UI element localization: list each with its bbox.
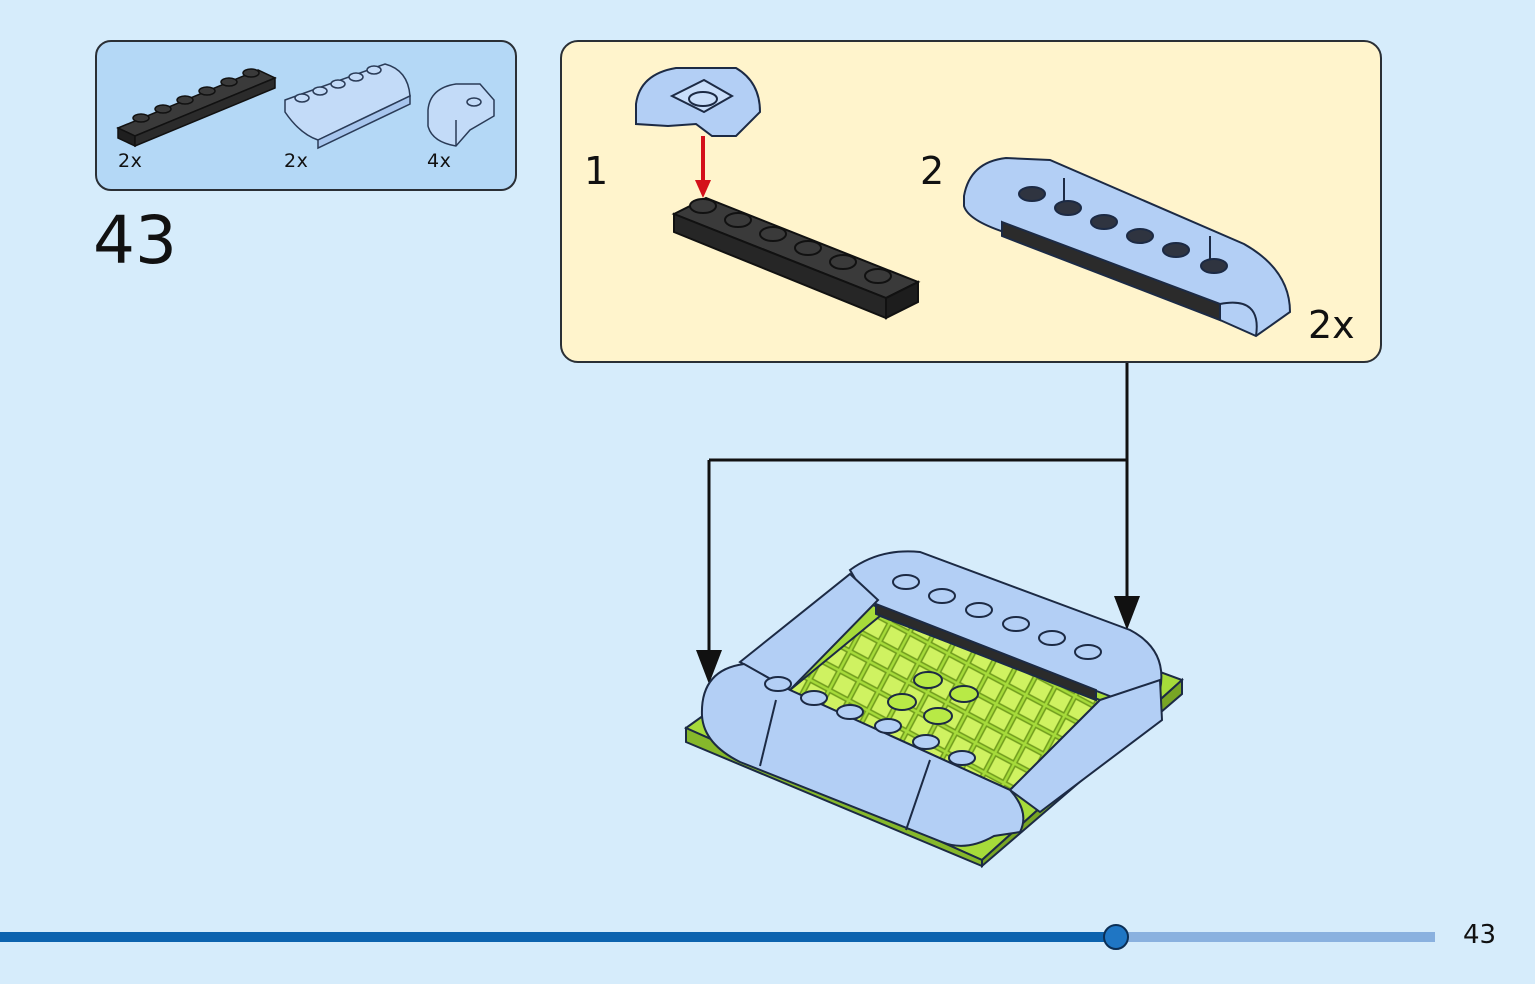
substep1-black-plate-icon [671,196,921,320]
progress-fill [0,932,1116,942]
part-quantity-curved-corner: 4x [427,150,452,172]
part-quantity-curved-slope: 2x [284,150,309,172]
substep-label-1: 1 [584,149,609,193]
placement-arrow-right [1114,596,1140,630]
placement-arrow-left [696,650,722,684]
stadium-model-icon [684,550,1184,869]
substep1-corner-brick-icon [635,67,762,137]
progress-marker [1103,924,1129,950]
part-curved-corner-icon [427,83,495,147]
part-quantity-black-plate: 2x [118,150,143,172]
page-number: 43 [1463,920,1497,950]
part-black-plate-icon [116,68,277,148]
substep-label-2: 2 [920,149,945,193]
substep2-wall-assembly-icon [963,156,1292,338]
step-number: 43 [93,202,177,279]
subassembly-multiplier: 2x [1308,303,1355,347]
part-curved-slope-icon [284,63,411,150]
attach-arrow-red-head [695,180,711,198]
callout-connector-lines [707,363,1129,660]
